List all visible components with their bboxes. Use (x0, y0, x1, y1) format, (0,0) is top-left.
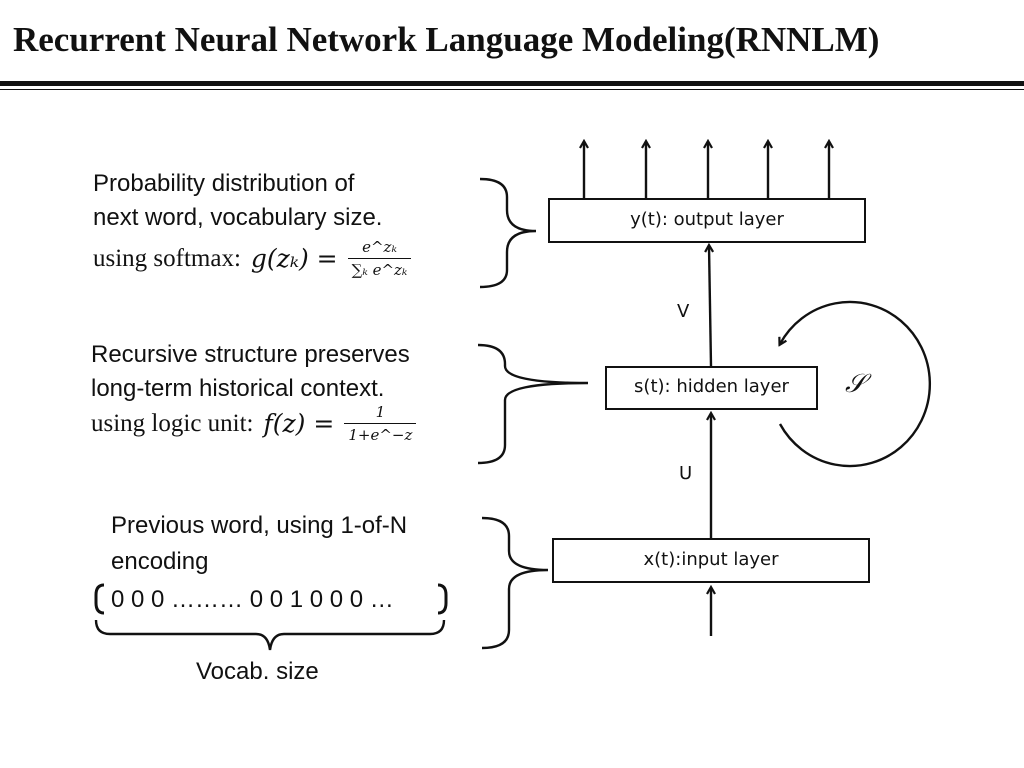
softmax-formula-lhs: g(zₖ) = (250, 244, 338, 273)
hidden-note-line1: Recursive structure preserves (91, 341, 410, 368)
softmax-formula: using softmax: g(zₖ) = e^zₖ ∑ₖ e^zₖ (93, 238, 412, 279)
input-brace (481, 516, 549, 650)
recurrent-loop (780, 300, 932, 468)
input-layer-box: x(t):input layer (552, 538, 870, 583)
one-hot-vector: 0 0 0 ……… 0 0 1 0 0 0 … (111, 586, 394, 613)
softmax-numerator: e^zₖ (362, 238, 397, 256)
vocab-underbrace (94, 619, 446, 651)
output-brace (479, 177, 537, 289)
logistic-formula-prefix: using logic unit: (91, 409, 254, 437)
output-note-line2: next word, vocabulary size. (93, 204, 383, 231)
weight-u-label: U (679, 463, 693, 484)
softmax-formula-prefix: using softmax: (93, 244, 241, 272)
logistic-formula: using logic unit: f(z) = 1 1+e^−z (91, 403, 417, 444)
recurrent-state-symbol: 𝒮 (845, 369, 866, 399)
logistic-fraction: 1 1+e^−z (344, 403, 417, 444)
slide-title: Recurrent Neural Network Language Modeli… (13, 20, 880, 59)
hidden-layer-box: s(t): hidden layer (605, 366, 818, 410)
output-note-line1: Probability distribution of (93, 170, 355, 197)
input-note-line2: encoding (111, 548, 209, 575)
vocab-size-label: Vocab. size (196, 658, 319, 685)
input-note-line1: Previous word, using 1-of-N (111, 512, 408, 539)
logistic-numerator: 1 (375, 403, 386, 421)
output-layer-box: y(t): output layer (548, 198, 866, 243)
hidden-note-line2: long-term historical context. (91, 375, 385, 402)
softmax-fraction: e^zₖ ∑ₖ e^zₖ (347, 238, 412, 279)
title-rule-thick (0, 81, 1024, 86)
hidden-brace (477, 343, 589, 465)
title-rule-thin (0, 89, 1024, 90)
vector-right-bracket (437, 583, 448, 615)
logistic-formula-lhs: f(z) = (263, 409, 335, 438)
vector-left-bracket (94, 583, 105, 615)
v-connection-arrow (709, 246, 711, 367)
logistic-denominator: 1+e^−z (344, 423, 417, 444)
weight-v-label: V (677, 301, 690, 322)
softmax-denominator: ∑ₖ e^zₖ (347, 258, 412, 279)
